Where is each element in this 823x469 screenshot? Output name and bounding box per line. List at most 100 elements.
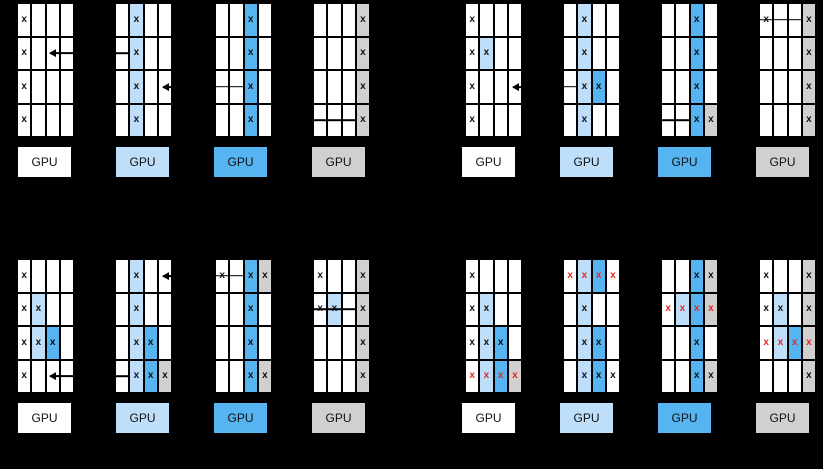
token-mark: x: [133, 80, 140, 92]
cell-split-line: [114, 375, 131, 378]
transfer-arrow: [162, 274, 176, 277]
grid-cell-r1-c0: x: [759, 292, 774, 326]
grid-cell-r3-c1: [327, 359, 342, 393]
grid-cell-r3-c3: x: [703, 103, 718, 137]
grid-cell-r1-c1: x: [129, 36, 144, 70]
grid-cell-r3-c0: x: [17, 359, 32, 393]
token-mark: x: [21, 114, 27, 126]
grid-cell-r3-c3: x: [605, 359, 620, 393]
token-mark: x: [247, 114, 254, 126]
token-mark: x: [360, 47, 366, 59]
grid-cell-r1-c3: x: [703, 292, 718, 326]
token-mark-invalid: x: [679, 303, 686, 315]
grid-cell-r3-c2: x: [689, 359, 704, 393]
transfer-arrow: [512, 85, 526, 88]
grid-cell-r3-c2: x: [243, 359, 258, 393]
cell-split-line: [228, 85, 245, 88]
grid-cell-r2-c1: x: [31, 326, 46, 360]
token-mark: x: [49, 336, 56, 348]
gpu-label-box: GPU: [755, 402, 810, 434]
grid-cell-r0-c1: [479, 259, 494, 293]
gpu-label-text: GPU: [325, 155, 352, 169]
grid-cell-r3-c0: [312, 103, 329, 137]
grid-cell-r0-c2: x: [689, 3, 704, 37]
memory-grid: x x x x: [17, 3, 74, 137]
gpu-label-box: GPU: [311, 402, 366, 434]
grid-cell-r1-c2: x: [689, 292, 704, 326]
grid-cell-r2-c2: x: [143, 326, 158, 360]
token-mark-invalid: x: [693, 303, 700, 315]
grid-cell-r2-c2: x: [493, 326, 508, 360]
grid-cell-r0-c2: [786, 3, 803, 37]
token-mark: x: [21, 13, 27, 25]
gpu-label-text: GPU: [671, 411, 698, 425]
token-mark: x: [21, 80, 27, 92]
token-mark-invalid: x: [469, 370, 475, 382]
token-mark-invalid: x: [512, 370, 518, 382]
grid-cell-r2-c1: [479, 70, 494, 104]
grid-cell-r1-c2: [787, 292, 802, 326]
token-mark: x: [693, 80, 700, 92]
token-mark: x: [21, 47, 27, 59]
grid-cell-r0-c3: x: [801, 259, 816, 293]
grid-cell-r2-c0: [313, 326, 328, 360]
gpu-label-text: GPU: [325, 411, 352, 425]
transfer-arrow: [50, 52, 78, 55]
grid-cell-r2-c1: x: [129, 326, 144, 360]
token-mark: x: [693, 336, 700, 348]
grid-cell-r2-c1: x: [577, 326, 592, 360]
grid-cell-r2-c3: x: [355, 70, 370, 104]
grid-cell-r2-c0: [563, 326, 578, 360]
grid-cell-r1-c1: x: [31, 292, 46, 326]
grid-cell-r3-c0: x: [17, 103, 32, 137]
grid-cell-r0-c0: x: [17, 3, 32, 37]
grid-cell-r0-c2: [45, 3, 60, 37]
grid-cell-r2-c3: [59, 70, 74, 104]
grid-cell-r1-c3: [257, 292, 272, 326]
grid-cell-r3-c2: [340, 103, 357, 137]
grid-cell-r3-c2: [341, 359, 356, 393]
grid-cell-r3-c3: [59, 103, 74, 137]
cell-split-line: [228, 274, 245, 277]
grid-cell-r0-c3: [59, 259, 74, 293]
grid-cell-r1-c3: [257, 36, 272, 70]
token-mark: x: [247, 370, 254, 382]
cell-split-line: [214, 85, 231, 88]
grid-cell-r2-c3: [605, 70, 620, 104]
grid-cell-r0-c1: [675, 259, 690, 293]
grid-cell-r0-c0: x: [758, 3, 775, 37]
grid-cell-r1-c0: x: [661, 292, 676, 326]
grid-cell-r2-c3: [257, 326, 272, 360]
grid-cell-r0-c2: x: [591, 259, 606, 293]
gpu-label-box: GPU: [755, 146, 810, 178]
grid-cell-r1-c2: [591, 36, 606, 70]
grid-cell-r2-c2: x: [787, 326, 802, 360]
grid-cell-r0-c1: [229, 3, 244, 37]
grid-cell-r2-c0: x: [17, 70, 32, 104]
grid-cell-r1-c1: [327, 36, 342, 70]
grid-cell-r2-c1: [229, 326, 244, 360]
grid-cell-r0-c1: [479, 3, 494, 37]
grid-cell-r3-c3: x: [257, 359, 272, 393]
gpu-label-text: GPU: [475, 155, 502, 169]
grid-cell-r1-c1: x: [577, 36, 592, 70]
grid-cell-r0-c2: x: [243, 3, 258, 37]
gpu-label-text: GPU: [129, 411, 156, 425]
grid-cell-r3-c3: [605, 103, 620, 137]
grid-cell-r0-c0: x: [313, 259, 328, 293]
grid-cell-r1-c2: [591, 292, 606, 326]
grid-cell-r1-c3: [703, 36, 718, 70]
grid-cell-r0-c3: [157, 3, 172, 37]
grid-cell-r1-c0: [115, 292, 130, 326]
grid-cell-r0-c0: x: [465, 3, 480, 37]
grid-cell-r1-c1: [773, 36, 788, 70]
grid-cell-r0-c0: [661, 3, 676, 37]
grid-cell-r2-c0: x: [17, 326, 32, 360]
grid-cell-r0-c1: [675, 3, 690, 37]
